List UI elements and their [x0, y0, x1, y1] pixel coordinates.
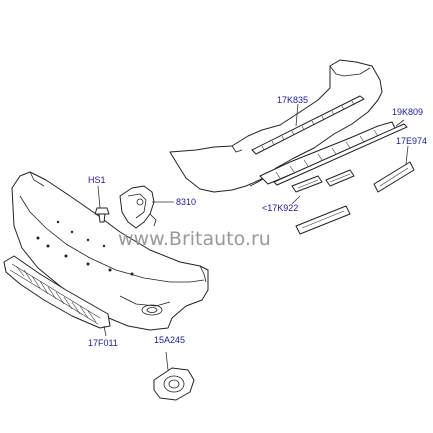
- label-8310[interactable]: 8310: [176, 197, 197, 207]
- leader-lines: [97, 103, 409, 371]
- part-17E974-trim[interactable]: [373, 161, 415, 193]
- front-bumper-cover[interactable]: [11, 171, 209, 331]
- label-17K922[interactable]: <17K922: [262, 203, 299, 213]
- label-15A245[interactable]: 15A245: [154, 335, 186, 345]
- part-19K809-strip[interactable]: [273, 123, 408, 186]
- rear-bumper-cover[interactable]: [169, 59, 383, 193]
- part-8310-bracket[interactable]: [119, 185, 157, 229]
- watermark-text: www.Britauto.ru: [118, 228, 271, 250]
- part-HS1-screw[interactable]: [94, 207, 110, 223]
- rear-trim-left[interactable]: [291, 175, 323, 193]
- label-19K809[interactable]: 19K809: [392, 107, 424, 117]
- parking-sensor-holes: [36, 220, 134, 276]
- label-17E974[interactable]: 17E974: [396, 136, 428, 146]
- label-HS1[interactable]: HS1: [88, 175, 106, 185]
- part-17F011-grille[interactable]: [3, 255, 111, 329]
- part-17K835-strip[interactable]: [251, 95, 365, 155]
- part-17K922-trim[interactable]: [325, 169, 355, 187]
- part-15A245-bezel[interactable]: [153, 367, 195, 401]
- label-17F011[interactable]: 17F011: [88, 338, 118, 348]
- label-17K835[interactable]: 17K835: [277, 95, 309, 105]
- lower-center-trim[interactable]: [295, 205, 351, 235]
